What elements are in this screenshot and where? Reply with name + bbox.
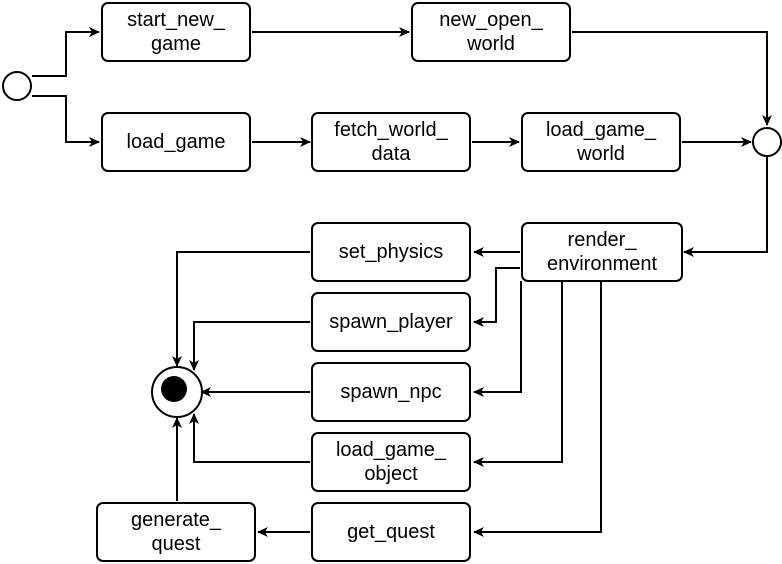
node-get-quest: get_quest [311, 502, 471, 562]
edge-render-to-load-game-object [473, 281, 563, 467]
edge-new-open-world-to-merge [572, 31, 772, 126]
edge-render-to-spawn-player [473, 267, 520, 327]
node-spawn-npc: spawn_npc [311, 362, 471, 422]
edge-load-game-object-to-end [189, 413, 310, 463]
edge-merge-to-render-environment [683, 157, 768, 257]
node-new-open-world: new_open_ world [411, 2, 571, 62]
edge-spawn-player-to-end [189, 321, 310, 371]
end-node [151, 366, 203, 418]
node-spawn-player: spawn_player [311, 292, 471, 352]
node-start-new-game: start_new_ game [101, 2, 251, 62]
node-set-physics: set_physics [311, 222, 471, 282]
end-node-fill [161, 376, 187, 402]
node-load-game: load_game [101, 112, 251, 172]
edge-start-to-start-new-game [32, 27, 100, 77]
node-load-game-world: load_game_ world [521, 112, 681, 172]
edge-render-to-get-quest [473, 281, 602, 537]
node-render-environment: render_ environment [521, 222, 683, 282]
merge-node [752, 127, 782, 157]
node-load-game-object: load_game_ object [311, 432, 471, 492]
edge-render-to-spawn-npc [473, 281, 522, 397]
node-generate-quest: generate_ quest [96, 502, 256, 562]
node-fetch-world-data: fetch_world_ data [311, 112, 471, 172]
edge-start-to-load-game [32, 95, 100, 147]
edge-set-physics-to-end [172, 251, 310, 367]
start-node [2, 71, 32, 101]
